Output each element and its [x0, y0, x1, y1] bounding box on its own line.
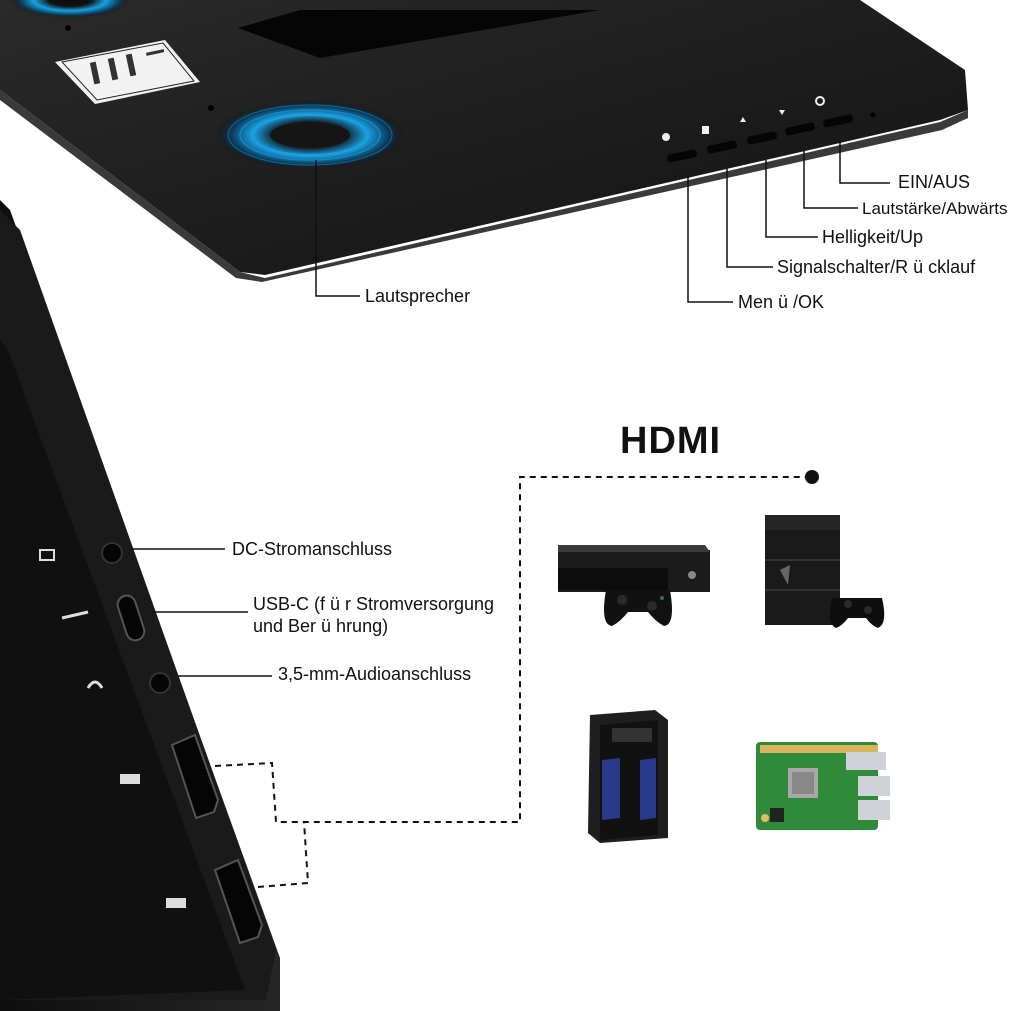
label-menu: Men ü /OK — [738, 292, 825, 312]
menu-button[interactable] — [666, 149, 697, 163]
monitor-side-view — [0, 200, 280, 1011]
desktop-pc-icon — [588, 710, 668, 843]
brightness-button[interactable] — [746, 131, 777, 145]
playstation-console-icon — [765, 515, 885, 628]
hinge-slot — [238, 10, 600, 58]
hdmi-connector-dot — [805, 470, 819, 484]
down-arrow-icon — [779, 110, 785, 115]
up-arrow-icon — [740, 117, 746, 122]
hdmi-port-1 — [170, 733, 220, 820]
volume-button[interactable] — [784, 122, 815, 136]
screw-hole — [65, 25, 71, 31]
label-dc-port: DC-Stromanschluss — [232, 539, 393, 559]
rating-label — [55, 40, 200, 104]
usb-icon — [61, 610, 89, 620]
usbc-port — [116, 594, 146, 642]
label-brightness: Helligkeit/Up — [822, 227, 924, 247]
xbox-console-icon — [558, 545, 710, 626]
label-usbc-line1: USB-C (f ü r Stromversorgung — [253, 594, 495, 614]
label-signal: Signalschalter/R ü cklauf — [777, 257, 976, 277]
hdmi-icon-2 — [166, 898, 186, 908]
hdmi-connector-line — [214, 476, 810, 888]
power-icon — [815, 96, 825, 106]
menu-icon — [662, 133, 670, 141]
label-audio-port: 3,5-mm-Audioanschluss — [278, 664, 472, 684]
signal-button[interactable] — [706, 140, 737, 154]
side-callout-lines — [130, 548, 272, 677]
speaker-right — [215, 100, 405, 170]
hdmi-title: HDMI — [620, 420, 722, 462]
audio-port — [149, 672, 171, 694]
screw-hole — [208, 105, 214, 111]
top-callout-lines — [315, 140, 890, 303]
hdmi-port-2 — [213, 858, 264, 945]
monitor-back-view — [0, 0, 968, 282]
speaker-left — [10, 0, 130, 18]
label-power: EIN/AUS — [898, 172, 971, 192]
label-speaker: Lautsprecher — [365, 286, 471, 306]
hdmi-icon-1 — [120, 774, 140, 784]
label-volume: Lautstärke/Abwärts — [862, 199, 1008, 218]
headphone-icon — [86, 680, 104, 689]
dc-port — [101, 542, 123, 564]
label-usbc-line2: und Ber ü hrung) — [253, 616, 389, 636]
source-icon — [702, 126, 709, 134]
raspberry-pi-icon — [756, 742, 890, 830]
screw-hole — [870, 112, 876, 118]
dc-icon — [39, 549, 55, 561]
power-button[interactable] — [822, 114, 853, 128]
